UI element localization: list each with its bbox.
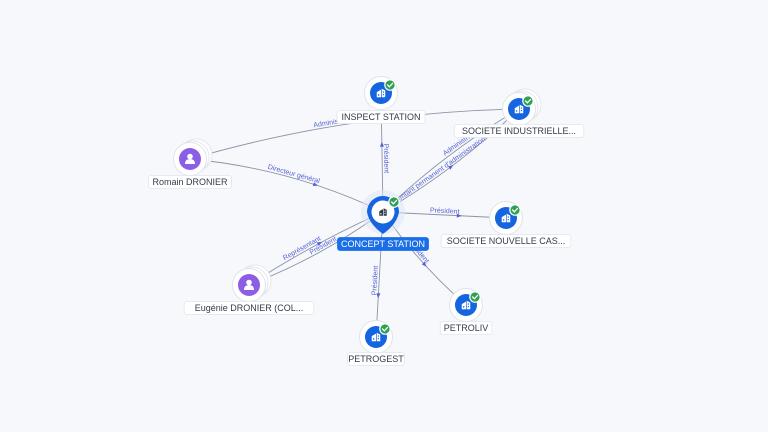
building-icon — [461, 300, 471, 310]
node-label: CONCEPT STATION — [341, 239, 425, 249]
arrow-icon — [421, 261, 427, 267]
node-industrielle[interactable]: SOCIETE INDUSTRIELLE... — [453, 88, 585, 138]
node-label-box — [336, 110, 426, 124]
node-concept-center[interactable]: CONCEPT STATION — [337, 190, 429, 251]
verified-check-icon — [469, 291, 481, 303]
node-eugenie[interactable]: Eugénie DRONIER (COL... — [183, 264, 315, 315]
building-icon — [501, 213, 511, 223]
node-label: Eugénie DRONIER (COL... — [195, 303, 304, 313]
arrow-icon — [312, 182, 319, 187]
edge-label: Président — [382, 144, 390, 174]
arrow-icon — [448, 164, 454, 170]
arrow-icon — [316, 241, 323, 246]
node-label-box — [347, 352, 405, 366]
person-icon — [185, 153, 195, 164]
edge-label: Président — [371, 266, 380, 296]
node-label-box — [183, 301, 315, 315]
node-petroliv[interactable]: PETROLIV — [439, 288, 493, 335]
node-label-box — [439, 321, 493, 335]
node-label: SOCIETE NOUVELLE CAS... — [447, 236, 566, 246]
node-label: SOCIETE INDUSTRIELLE... — [462, 126, 576, 136]
building-icon — [379, 208, 387, 216]
verified-check-icon — [388, 196, 400, 208]
verified-check-icon — [522, 95, 534, 107]
edge-line — [189, 158, 384, 213]
building-icon — [371, 332, 381, 342]
arrow-icon — [379, 141, 384, 147]
node-inspect[interactable]: INSPECT STATION — [336, 76, 426, 124]
verified-check-icon — [379, 323, 391, 335]
node-petrogest[interactable]: PETROGEST — [347, 320, 405, 366]
arrow-icon — [456, 213, 462, 218]
node-nouvelle[interactable]: SOCIETE NOUVELLE CAS... — [440, 201, 572, 248]
node-label: PETROLIV — [444, 323, 489, 333]
node-label-box — [440, 234, 572, 248]
building-icon — [514, 104, 524, 114]
node-label-box — [337, 237, 429, 251]
node-label: Romain DRONIER — [152, 177, 228, 187]
edge-label: Directeur général — [267, 164, 321, 185]
node-label-box — [148, 175, 232, 189]
verified-check-icon — [384, 79, 396, 91]
node-label: PETROGEST — [348, 354, 404, 364]
arrow-icon — [376, 293, 381, 299]
nodes-layer: INSPECT STATION SOCIETE INDUSTRIELLE... SO… — [148, 76, 585, 366]
edge-label: Président — [430, 207, 460, 215]
verified-check-icon — [509, 204, 521, 216]
node-romain[interactable]: Romain DRONIER — [148, 138, 232, 189]
person-icon — [244, 279, 254, 290]
node-label-box — [453, 124, 585, 138]
building-icon — [376, 88, 386, 98]
node-label: INSPECT STATION — [341, 112, 420, 122]
